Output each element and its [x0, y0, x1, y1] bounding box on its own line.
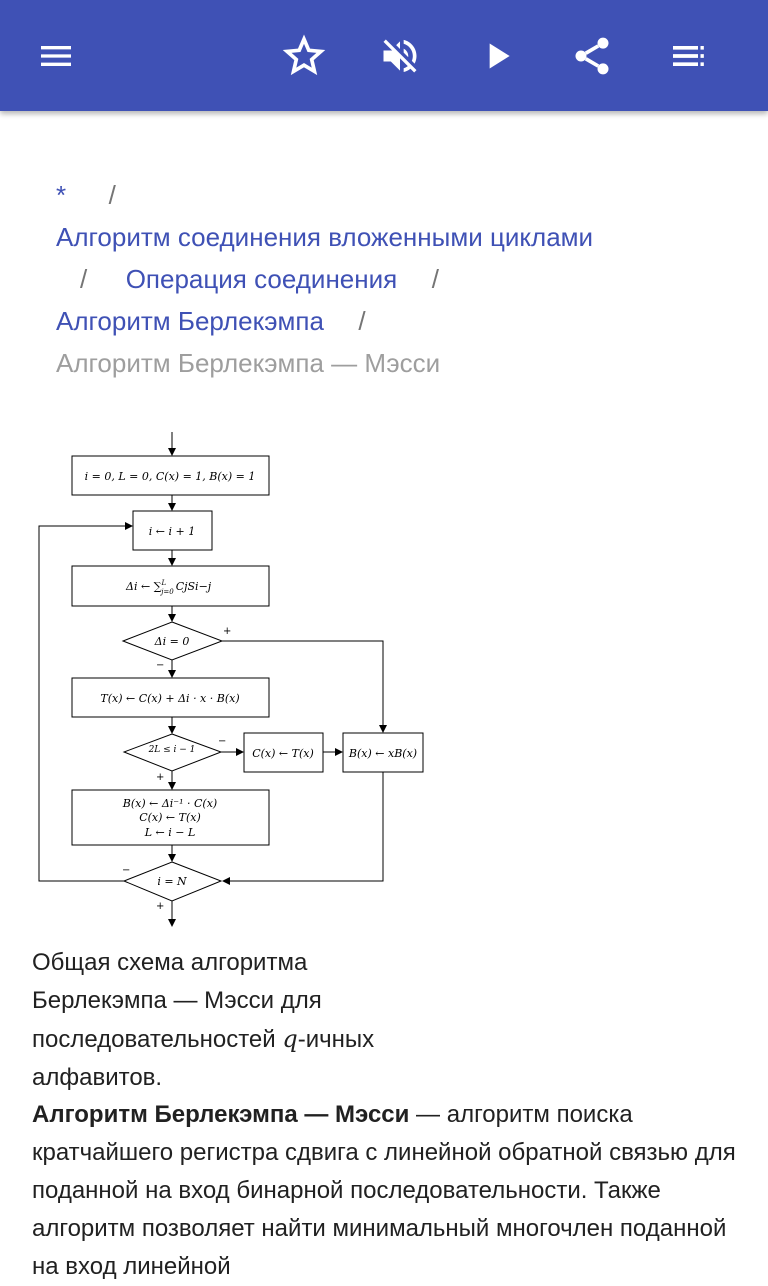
- c-from-t-label: C(x) ← T(x): [139, 811, 201, 824]
- figure-caption: Общая схема алгоритма Берлекэмпа — Мэсси…: [32, 944, 432, 1097]
- share-button[interactable]: [564, 28, 620, 84]
- b-update-label: B(x) ← Δi⁻¹ · C(x): [122, 797, 217, 810]
- t-update-label: T(x) ← C(x) + Δi · x · B(x): [100, 692, 239, 705]
- play-icon: [489, 43, 510, 69]
- delta-condition-label: Δi = 0: [154, 635, 190, 648]
- breadcrumb-item-nested-loop-join[interactable]: Алгоритм соединения вложенными циклами: [56, 222, 594, 252]
- increment-box: [132, 510, 213, 551]
- breadcrumb-line-3: / Операция соединения /: [56, 258, 746, 300]
- end-decision: [122, 861, 223, 902]
- plus-label: +: [156, 901, 164, 912]
- c-update-label: C(x) ← T(x): [252, 747, 314, 760]
- l-decision: [122, 733, 223, 772]
- minus-label: −: [218, 736, 226, 747]
- caption-line: Общая схема алгоритма: [32, 949, 308, 976]
- end-condition-label: i = N: [157, 875, 187, 888]
- breadcrumb-current: Алгоритм Берлекэмпа — Мэсси: [56, 348, 441, 378]
- caption-q: q: [282, 1025, 298, 1053]
- mute-button[interactable]: [372, 28, 428, 84]
- breadcrumb-line-2: Алгоритм соединения вложенными циклами: [56, 216, 746, 258]
- increment-label: i ← i + 1: [149, 525, 195, 538]
- article-title-bold: Алгоритм Берлекэмпа — Мэсси: [32, 1101, 410, 1128]
- breadcrumb-root-link[interactable]: *: [56, 180, 67, 210]
- menu-icon: [41, 46, 71, 66]
- init-box: [71, 455, 270, 496]
- breadcrumb-line-4: Алгоритм Берлекэмпа /: [56, 300, 746, 342]
- article-text: — алгоритм поиска кратчайшего регистра с…: [32, 1101, 736, 1280]
- breadcrumb-item-join-operation[interactable]: Операция соединения: [125, 264, 398, 294]
- caption-line: Берлекэмпа — Мэсси для: [32, 987, 322, 1014]
- breadcrumb-separator: /: [80, 264, 88, 294]
- breadcrumb-line-1: * /: [56, 174, 746, 216]
- caption-line: алфавитов.: [32, 1064, 163, 1091]
- volume-off-icon: [383, 39, 417, 73]
- breadcrumb-separator: /: [108, 180, 116, 210]
- minus-label: −: [122, 865, 130, 876]
- delta-box: [71, 565, 270, 607]
- breadcrumb: * / Алгоритм соединения вложенными цикла…: [56, 174, 746, 384]
- init-label: i = 0, L = 0, C(x) = 1, B(x) = 1: [85, 470, 256, 483]
- list-icon: [673, 46, 704, 66]
- register-update-box: [71, 789, 270, 846]
- toc-button[interactable]: [660, 28, 716, 84]
- t-update-box: [71, 677, 270, 718]
- bookmark-button[interactable]: [276, 28, 332, 84]
- delta-decision: [121, 621, 224, 661]
- l-update-label: L ← i − L: [144, 826, 196, 839]
- plus-label: +: [223, 626, 231, 637]
- caption-line: последовательностей q-ичных: [32, 1025, 375, 1053]
- breadcrumb-separator: /: [358, 306, 366, 336]
- breadcrumb-line-5: Алгоритм Берлекэмпа — Мэсси: [56, 342, 746, 384]
- app-bar: [0, 0, 768, 111]
- play-button[interactable]: [470, 28, 526, 84]
- berlekamp-massey-flowchart[interactable]: i = 0, L = 0, C(x) = 1, B(x) = 1 i ← i +…: [30, 428, 430, 932]
- article-paragraph: Алгоритм Берлекэмпа — Мэсси — алгоритм п…: [32, 1096, 737, 1286]
- menu-button[interactable]: [28, 28, 84, 84]
- minus-label: −: [156, 660, 164, 671]
- l-condition-label: 2L ≤ i − 1: [148, 745, 196, 755]
- b-shift-label: B(x) ← xB(x): [348, 747, 417, 760]
- star-outline-icon: [282, 34, 326, 76]
- plus-label: +: [156, 772, 164, 783]
- breadcrumb-item-berlekamp[interactable]: Алгоритм Берлекэмпа: [56, 306, 324, 336]
- share-icon: [575, 37, 609, 75]
- breadcrumb-separator: /: [431, 264, 439, 294]
